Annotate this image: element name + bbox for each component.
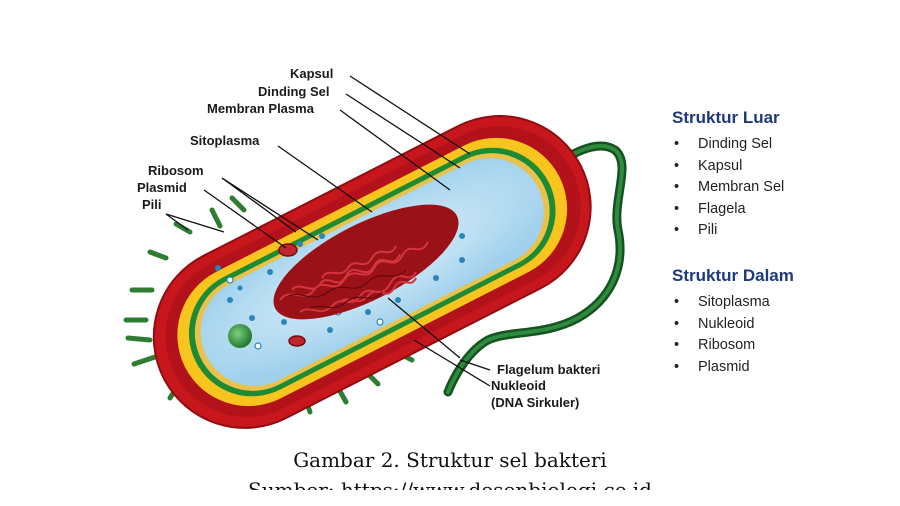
list-item: Kapsul bbox=[672, 156, 892, 178]
label-pili: Pili bbox=[142, 197, 162, 212]
figure-caption: Gambar 2. Struktur sel bakteri bbox=[293, 448, 607, 472]
list-item: Dinding Sel bbox=[672, 134, 892, 156]
list-item: Pili bbox=[672, 220, 892, 242]
label-dna: (DNA Sirkuler) bbox=[491, 395, 579, 410]
list-item: Flagela bbox=[672, 199, 892, 221]
struktur-dalam-panel: Struktur Dalam Sitoplasma Nukleoid Ribos… bbox=[672, 266, 892, 378]
list-item: Sitoplasma bbox=[672, 292, 892, 314]
list-item: Ribosom bbox=[672, 335, 892, 357]
list-item: Nukleoid bbox=[672, 314, 892, 336]
label-plasmid: Plasmid bbox=[137, 180, 187, 195]
label-ribosom: Ribosom bbox=[148, 163, 204, 178]
list-item: Plasmid bbox=[672, 357, 892, 379]
label-sitoplasma: Sitoplasma bbox=[190, 133, 260, 148]
struktur-dalam-title: Struktur Dalam bbox=[672, 266, 794, 285]
label-dinding-sel: Dinding Sel bbox=[258, 84, 330, 99]
label-membran-plasma: Membran Plasma bbox=[207, 101, 315, 116]
struktur-luar-title: Struktur Luar bbox=[672, 108, 780, 127]
inclusion-granule bbox=[228, 324, 252, 348]
label-kapsul: Kapsul bbox=[290, 66, 333, 81]
struktur-dalam-list: Sitoplasma Nukleoid Ribosom Plasmid bbox=[672, 292, 892, 378]
figure-source: Sumber: https://www.dosenbiologi.co.id bbox=[248, 478, 652, 490]
struktur-luar-list: Dinding Sel Kapsul Membran Sel Flagela P… bbox=[672, 134, 892, 242]
struktur-luar-panel: Struktur Luar Dinding Sel Kapsul Membran… bbox=[672, 108, 892, 242]
nucleoid bbox=[273, 204, 459, 320]
label-flagelum: Flagelum bakteri bbox=[497, 362, 600, 377]
leader-lines bbox=[165, 75, 491, 387]
label-nukleoid: Nukleoid bbox=[491, 378, 546, 393]
list-item: Membran Sel bbox=[672, 177, 892, 199]
